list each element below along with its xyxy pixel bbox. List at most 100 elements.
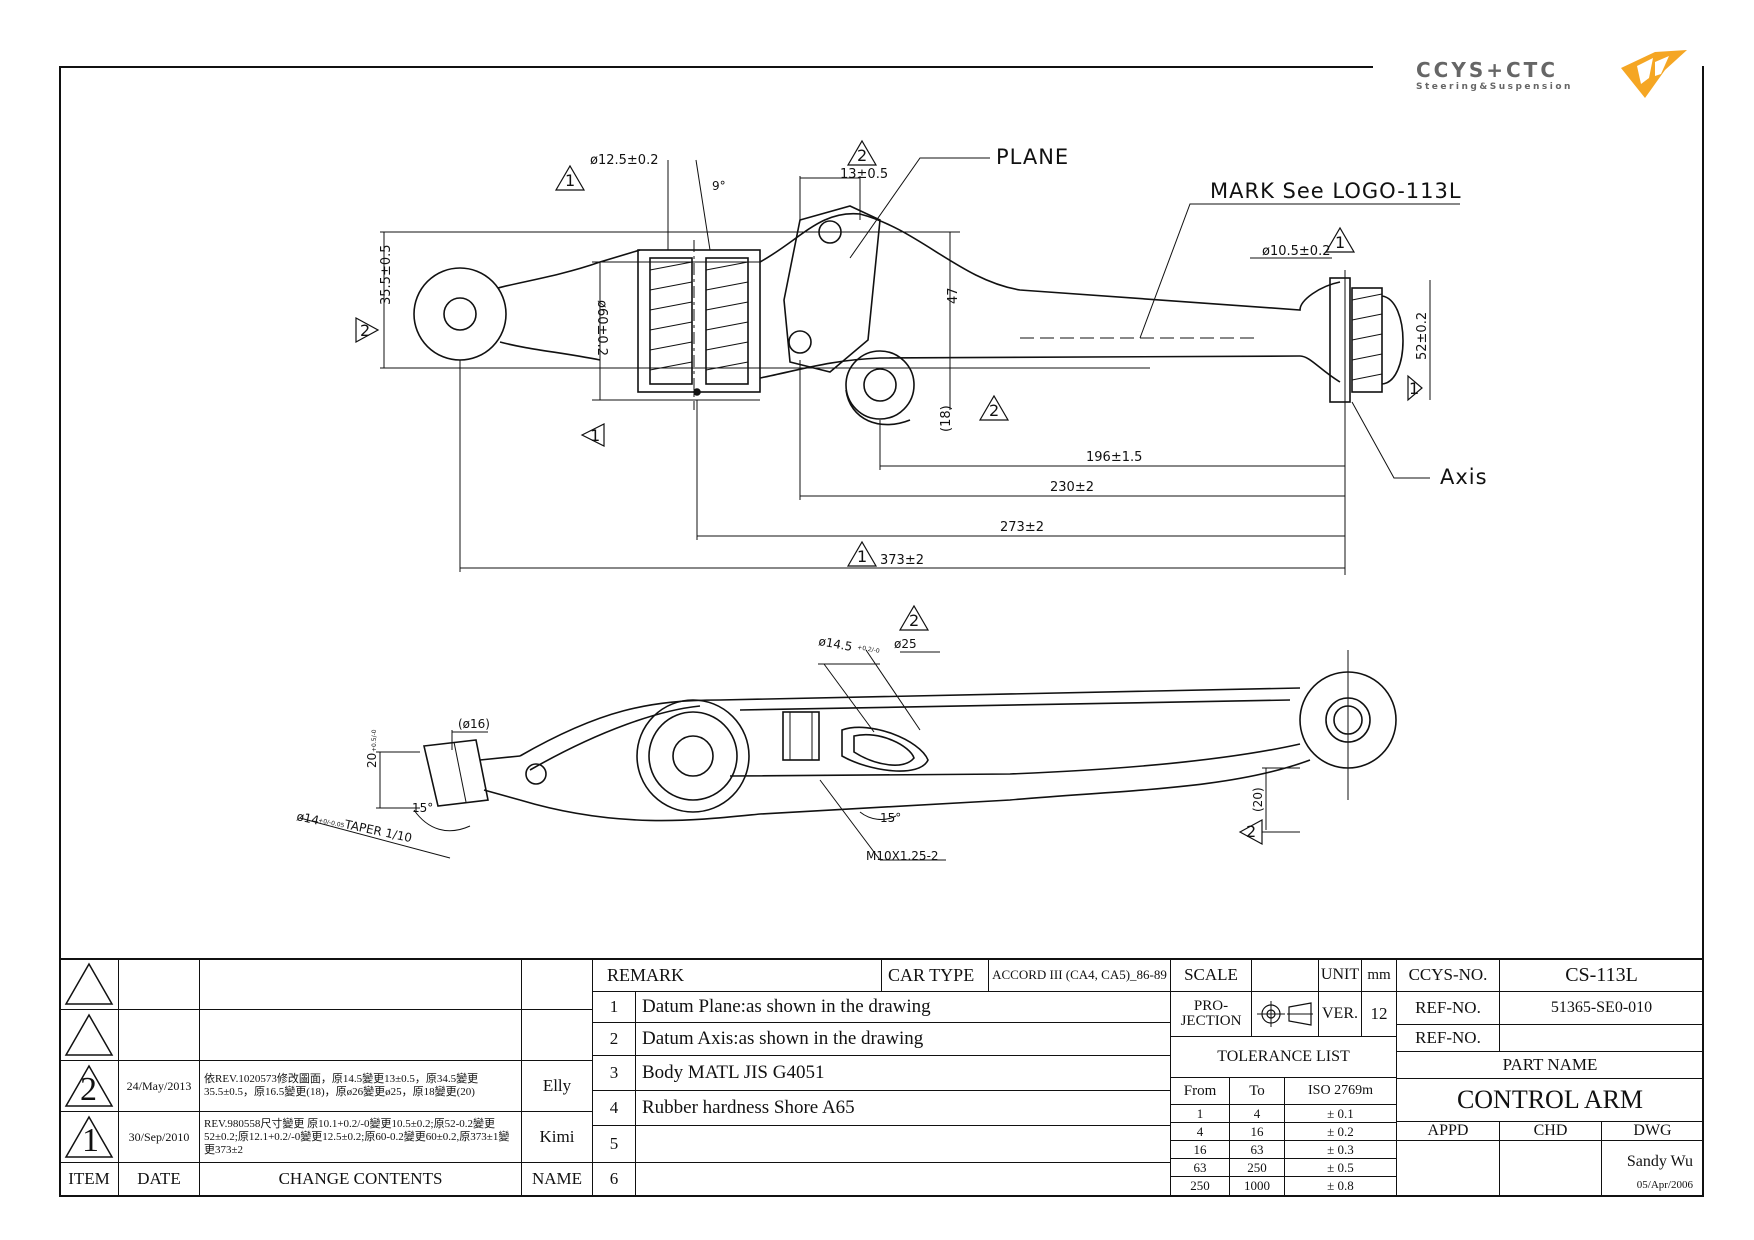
- ref-no2-label: REF-NO.: [1396, 1024, 1500, 1052]
- ver-value: 12: [1361, 991, 1397, 1037]
- dim-top-13: 13±0.5: [840, 167, 888, 182]
- brand-name: CCYS+CTC: [1416, 58, 1558, 82]
- dim-taper-value: ø14: [295, 809, 320, 827]
- tol-row-2-to: 16: [1229, 1122, 1285, 1141]
- rev-1-contents-text: REV.980558尺寸變更 原10.1+0.2/-0變更10.5±0.2;原5…: [204, 1117, 510, 1156]
- dim-230: 230±2: [1050, 480, 1094, 495]
- remark-1-text: Datum Plane:as shown in the drawing: [635, 991, 1171, 1023]
- dim-hole-right: ø10.5±0.2: [1262, 244, 1330, 259]
- tol-header-to: To: [1229, 1077, 1285, 1105]
- scale-label: SCALE: [1170, 958, 1252, 992]
- dim-373: 373±2: [880, 553, 924, 568]
- svg-text:1: 1: [590, 426, 600, 445]
- remark-2-text: Datum Axis:as shown in the drawing: [635, 1022, 1171, 1056]
- remark-label: REMARK: [592, 958, 882, 992]
- car-type-value: ACCORD III (CA4, CA5)_86-89: [988, 958, 1171, 992]
- tol-row-4-tol: ± 0.5: [1284, 1158, 1397, 1177]
- header-change-contents: CHANGE CONTENTS: [199, 1162, 522, 1196]
- rev-2-number: 2: [80, 1071, 97, 1108]
- appd-signature: [1396, 1140, 1500, 1196]
- left-eye-outer: [413, 267, 507, 361]
- rev-2-item: 2: [59, 1060, 119, 1112]
- rev-1-name: Kimi: [521, 1111, 593, 1163]
- rev-2-name: Elly: [521, 1060, 593, 1112]
- dim-angle-15a: 15°: [412, 801, 433, 815]
- label-mark: MARK See LOGO-113L: [1210, 179, 1462, 203]
- tol-row-3-tol: ± 0.3: [1284, 1140, 1397, 1159]
- unit-value: mm: [1361, 958, 1397, 992]
- remark-2-no: 2: [592, 1022, 636, 1056]
- revision-triangle-icon: [64, 1115, 114, 1158]
- car-type-label: CAR TYPE: [881, 958, 989, 992]
- header-name: NAME: [521, 1162, 593, 1196]
- dim-16: (ø16): [458, 717, 490, 731]
- rev-1-item: 1: [59, 1111, 119, 1163]
- rev-empty-2-name: [521, 1009, 593, 1061]
- rev-1-date: 30/Sep/2010: [118, 1111, 200, 1163]
- brand-tagline: Steering&Suspension: [1416, 82, 1573, 92]
- ref-no-value: 51365-SE0-010: [1499, 991, 1704, 1025]
- header-item: ITEM: [59, 1162, 119, 1196]
- tol-row-1-from: 1: [1170, 1104, 1230, 1123]
- scale-value: [1251, 958, 1319, 992]
- rev-empty-2-date: [118, 1009, 200, 1061]
- tol-row-2-from: 4: [1170, 1122, 1230, 1141]
- dim-20: 20: [365, 753, 379, 768]
- rev-empty-1-contents: [199, 958, 522, 1010]
- dim-273: 273±2: [1000, 520, 1044, 535]
- projection-label-text: PRO- JECTION: [1180, 998, 1242, 1029]
- revision-triangle-icon: [64, 962, 114, 1005]
- remark-3-no: 3: [592, 1055, 636, 1091]
- remark-6-text: [635, 1162, 1171, 1196]
- chd-signature: [1499, 1140, 1602, 1196]
- svg-text:1: 1: [1409, 379, 1419, 398]
- tol-row-5-from: 250: [1170, 1176, 1230, 1196]
- brand-logo: CCYS+CTC Steering&Suspension: [1410, 48, 1700, 104]
- remark-5-no: 5: [592, 1125, 636, 1163]
- dim-18: (18): [939, 405, 954, 432]
- rev-2-date: 24/May/2013: [118, 1060, 200, 1112]
- dim-52: 52±0.2: [1415, 312, 1430, 360]
- dim-thread: M10X1.25-2: [866, 849, 939, 863]
- svg-text:2: 2: [1246, 822, 1256, 841]
- rev-empty-2-item: [59, 1009, 119, 1061]
- dim-60: ø60±0.2: [594, 300, 609, 356]
- tol-row-3-from: 16: [1170, 1140, 1230, 1159]
- ccys-no-value: CS-113L: [1499, 958, 1704, 992]
- tol-row-4-to: 250: [1229, 1158, 1285, 1177]
- brand-mark-icon: [1621, 50, 1687, 98]
- tol-row-5-to: 1000: [1229, 1176, 1285, 1196]
- dwg-signature: Sandy Wu 05/Apr/2006: [1601, 1140, 1704, 1196]
- remark-1-no: 1: [592, 991, 636, 1023]
- svg-text:2: 2: [909, 611, 919, 630]
- frame-left-line: [59, 66, 61, 1196]
- revision-triangle-icon: [64, 1013, 114, 1056]
- tol-row-5-tol: ± 0.8: [1284, 1176, 1397, 1196]
- revision-triangle-icon: [64, 1064, 114, 1107]
- header-date: DATE: [118, 1162, 200, 1196]
- dim-taper-label: TAPER 1/10: [342, 817, 413, 845]
- projection-label: PRO- JECTION: [1170, 991, 1252, 1037]
- tol-row-3-to: 63: [1229, 1140, 1285, 1159]
- rev-2-contents: 依REV.1020573修改圖面，原14.5變更13±0.5，原34.5變更35…: [199, 1060, 522, 1112]
- tol-row-2-tol: ± 0.2: [1284, 1122, 1397, 1141]
- dwg-date: 05/Apr/2006: [1636, 1179, 1693, 1191]
- svg-text:2: 2: [989, 401, 999, 420]
- rev-empty-1-name: [521, 958, 593, 1010]
- svg-text:1: 1: [565, 171, 575, 190]
- remark-6-no: 6: [592, 1162, 636, 1196]
- technical-drawing: 1 2 2 1 2 1 1 1 2 2: [295, 139, 1487, 863]
- dim-14-5: ø14.5: [817, 634, 853, 654]
- ver-label: VER.: [1318, 991, 1362, 1037]
- projection-symbol: [1251, 991, 1319, 1037]
- svg-text:1: 1: [857, 547, 867, 566]
- rev-empty-1-date: [118, 958, 200, 1010]
- svg-text:2: 2: [360, 321, 370, 340]
- ccys-no-label: CCYS-NO.: [1396, 958, 1500, 992]
- unit-label: UNIT: [1318, 958, 1362, 992]
- third-angle-projection-icon: [1257, 1001, 1313, 1027]
- part-name-label: PART NAME: [1396, 1051, 1704, 1079]
- tol-header-from: From: [1170, 1077, 1230, 1105]
- svg-text:2: 2: [857, 146, 867, 165]
- svg-text:1: 1: [1335, 233, 1345, 252]
